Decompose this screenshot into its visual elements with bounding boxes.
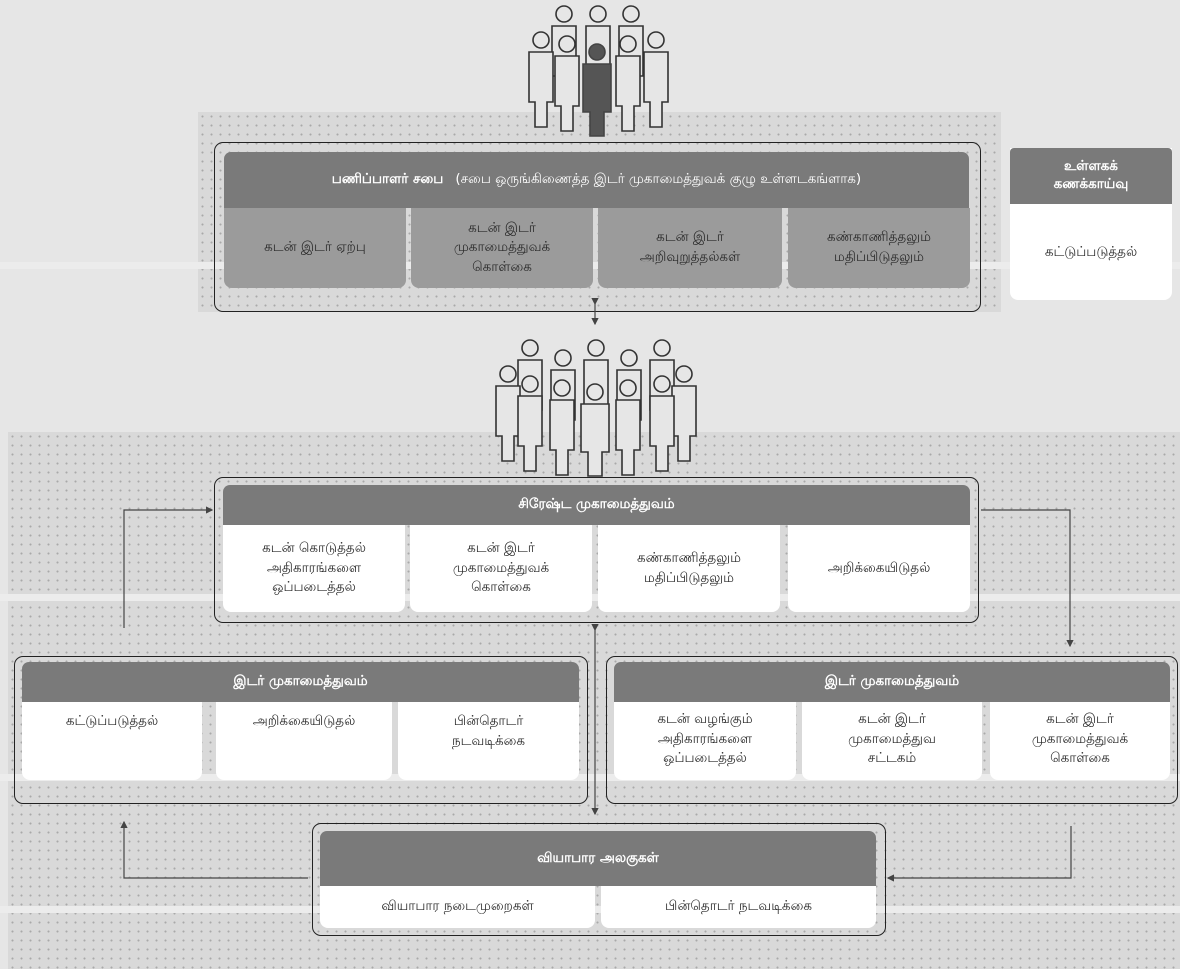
risk-left-title: இடர் முகாமைத்துவம் <box>233 673 368 690</box>
connector-senior-risk-right <box>981 509 1074 648</box>
senior-item: கடன் கொடுத்தல் அதிகாரங்களை ஒப்படைத்தல் <box>223 525 405 612</box>
senior-item: கடன் இடர் முகாமைத்துவக் கொள்கை <box>410 525 592 612</box>
board-item: கண்காணித்தலும் மதிப்பிடுதலும் <box>788 208 970 288</box>
risk-right-panel <box>606 656 1178 804</box>
board-item: கடன் இடர் முகாமைத்துவக் கொள்கை <box>411 208 593 288</box>
business-item: பின்தொடர் நடவடிக்கை <box>601 886 876 928</box>
risk-right-item: கடன் இடர் முகாமைத்துவக் கொள்கை <box>990 702 1170 780</box>
business-item: வியாபார நடைமுறைகள் <box>320 886 595 928</box>
board-title: பணிப்பாளர் சபை <box>331 171 444 188</box>
business-title: வியாபார அலகுகள் <box>537 849 659 866</box>
connector-risk-left-senior <box>123 506 214 628</box>
audit-item: கட்டுப்படுத்தல் <box>1044 244 1138 260</box>
risk-left-item: கட்டுப்படுத்தல் <box>22 702 202 780</box>
audit-header: உள்ளகக் கணக்காய்வு <box>1010 148 1172 204</box>
business-header: வியாபார அலகுகள் <box>320 831 876 886</box>
senior-panel <box>214 477 979 623</box>
staff-people-icon <box>495 339 697 477</box>
board-item: கடன் இடர் அறிவுறுத்தல்கள் <box>598 208 782 288</box>
business-panel <box>312 823 886 936</box>
risk-right-header: இடர் முகாமைத்துவம் <box>614 662 1170 702</box>
risk-right-title: இடர் முகாமைத்துவம் <box>824 673 960 690</box>
senior-header: சிரேஷ்ட முகாமைத்துவம் <box>223 485 970 525</box>
senior-title: சிரேஷ்ட முகாமைத்துவம் <box>518 496 675 513</box>
band <box>0 774 1180 781</box>
board-item: கடன் இடர் ஏற்பு <box>224 208 406 288</box>
risk-left-panel <box>14 656 588 804</box>
connector-risk-right-business <box>886 826 1072 882</box>
risk-right-item: கடன் இடர் முகாமைத்துவ சட்டகம் <box>802 702 982 780</box>
board-people-icon <box>528 5 669 137</box>
audit-title: உள்ளகக் கணக்காய்வு <box>1053 158 1129 192</box>
risk-left-item: பின்தொடர் நடவடிக்கை <box>398 702 579 780</box>
board-subtitle: (சபை ஒருங்கிணைத்த இடர் முகாமைத்துவக் குழ… <box>455 171 862 188</box>
connector-business-risk-left <box>120 820 308 879</box>
senior-item: கண்காணித்தலும் மதிப்பிடுதலும் <box>598 525 780 612</box>
board-header: பணிப்பாளர் சபை (சபை ஒருங்கிணைத்த இடர் மு… <box>224 152 969 208</box>
risk-left-header: இடர் முகாமைத்துவம் <box>22 662 579 702</box>
risk-right-item: கடன் வழங்கும் அதிகாரங்களை ஒப்படைத்தல் <box>614 702 796 780</box>
risk-left-item: அறிக்கையிடுதல் <box>216 702 392 780</box>
senior-item: அறிக்கையிடுதல் <box>788 525 970 612</box>
